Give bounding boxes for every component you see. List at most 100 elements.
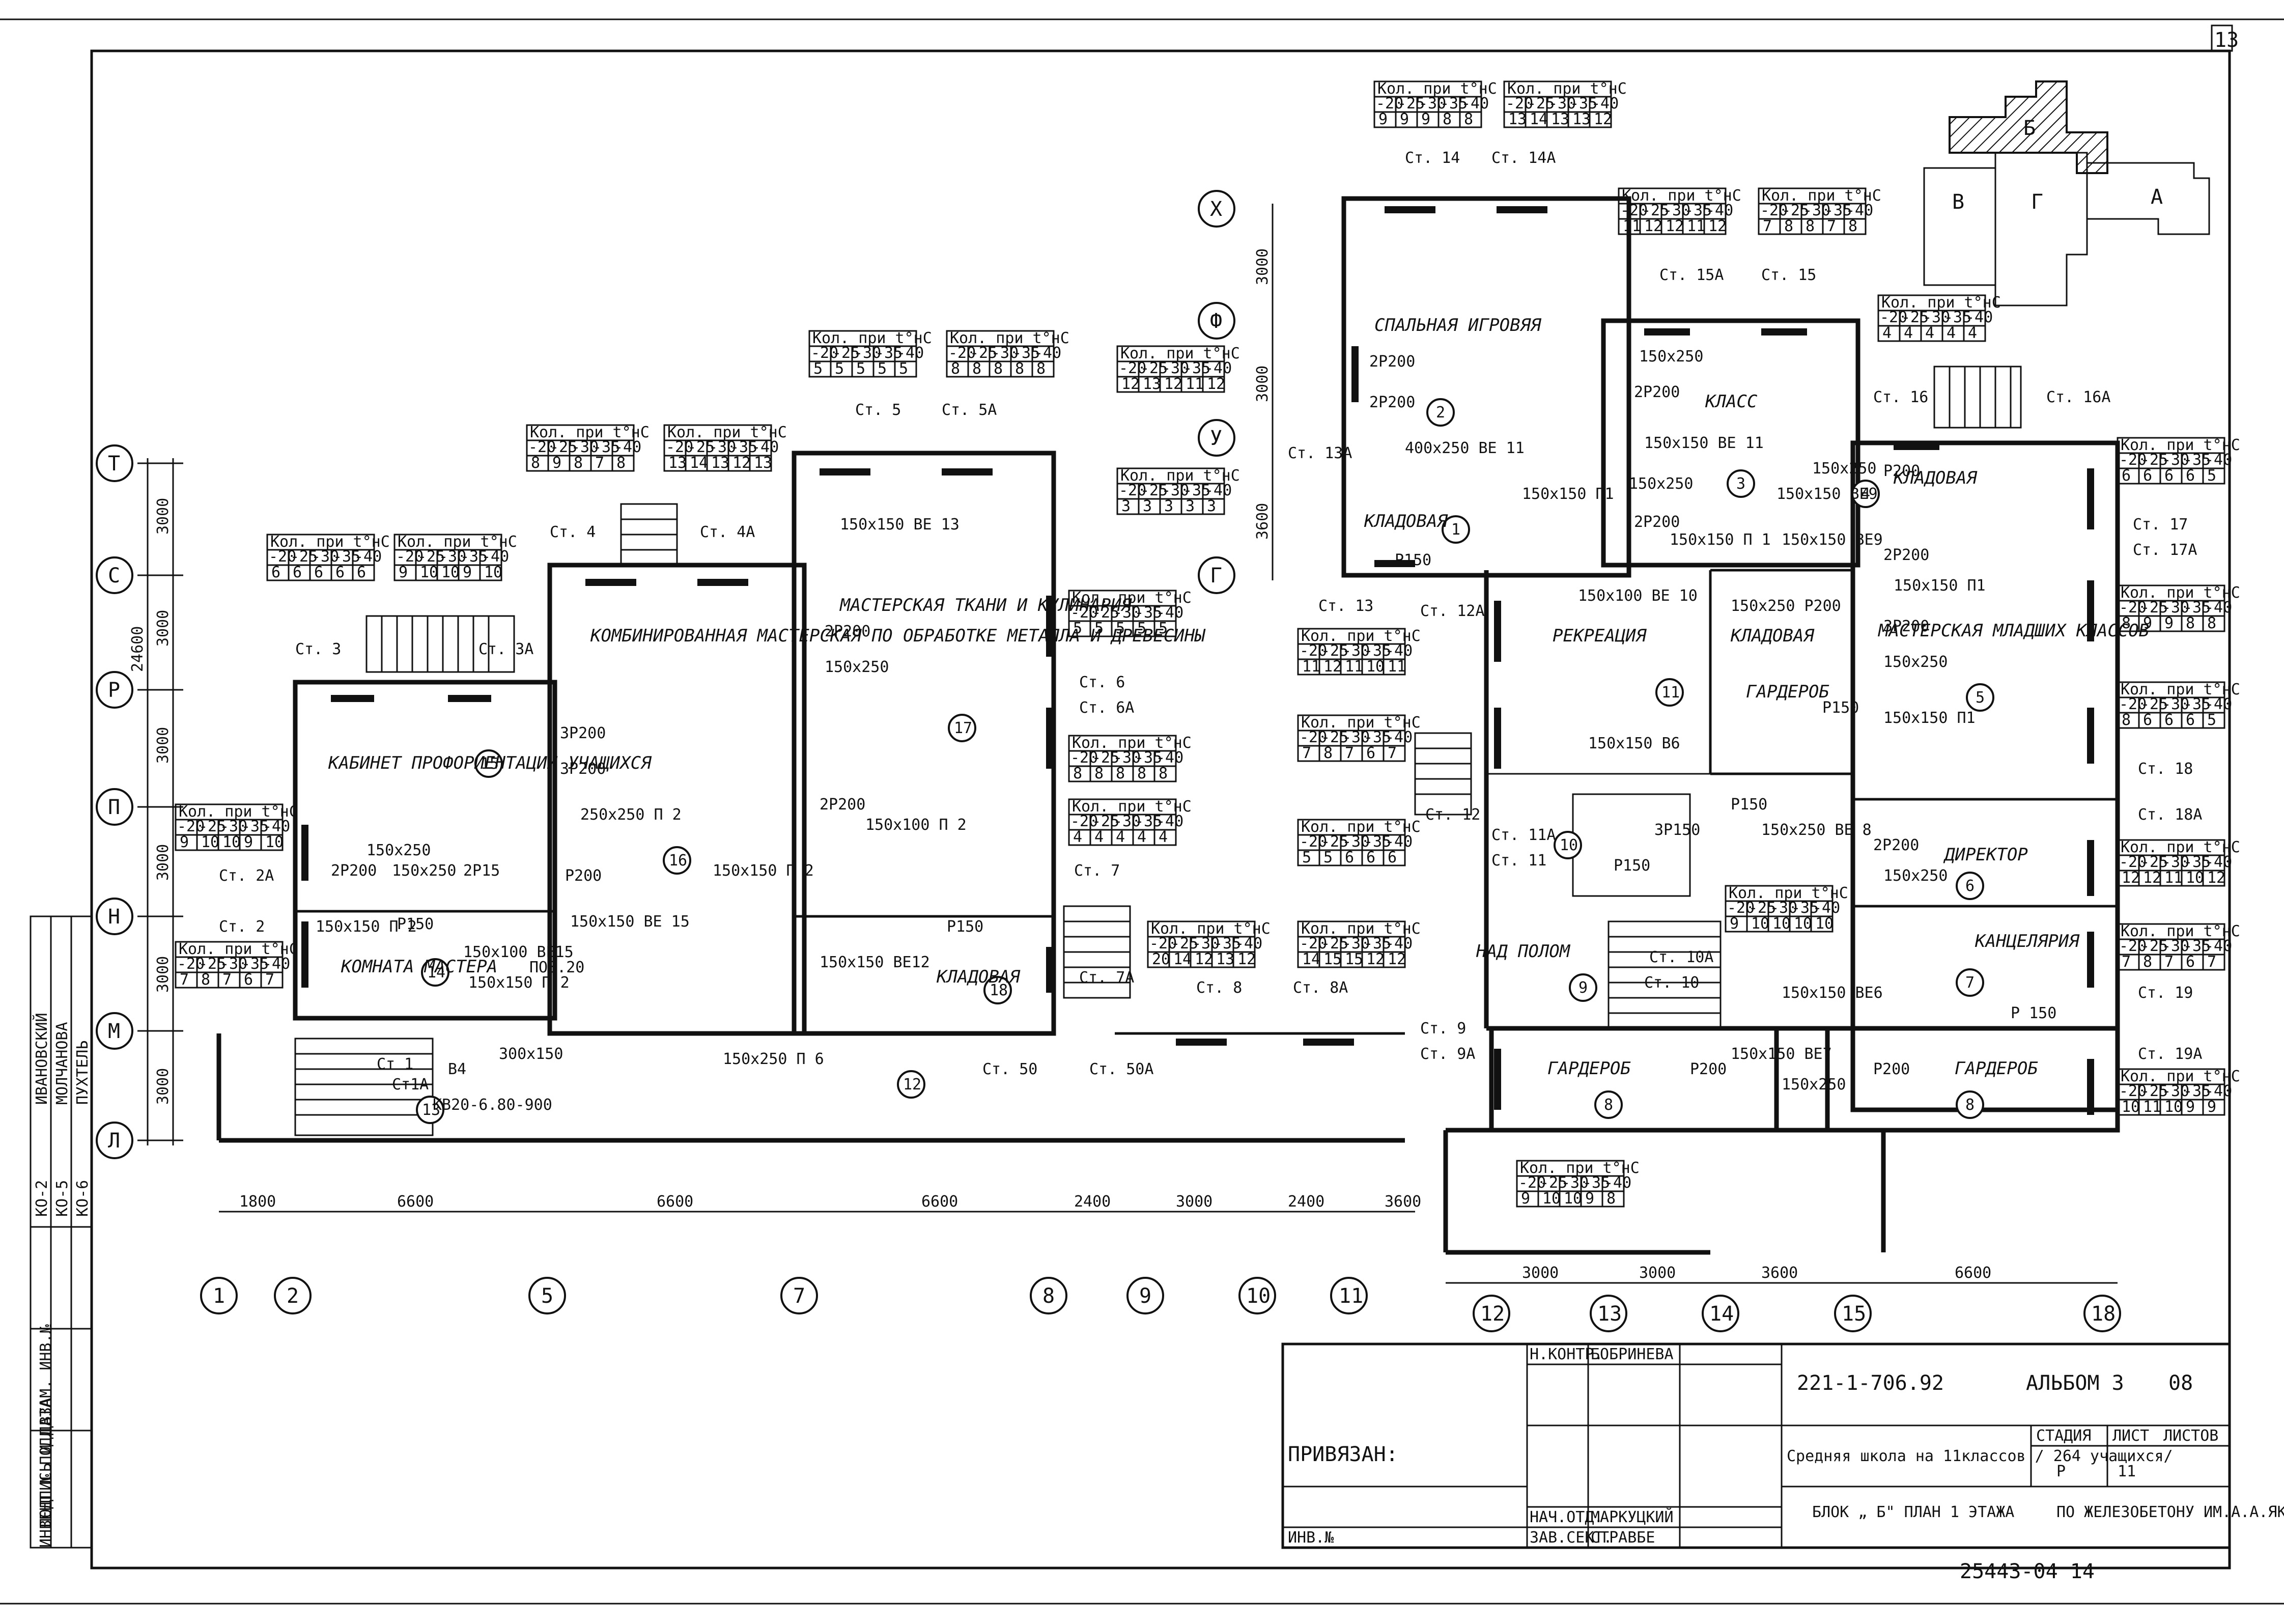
heater-table-temp: -35 [1684, 202, 1712, 219]
vent-38: 150x250 Р200 [1731, 597, 1841, 615]
heater-table-header: Кол. при t°нС [1622, 187, 1741, 205]
heater-table-value: 8 [531, 454, 540, 472]
heater-table-temp: -20 [1300, 729, 1327, 746]
heater-table-temp: -20 [1300, 935, 1327, 953]
col-9: 9 [1139, 1284, 1151, 1308]
heater-table-temp: -35 [730, 438, 757, 456]
col-14: 14 [1709, 1302, 1734, 1326]
riser-st12: Ст. 12 [1425, 806, 1480, 824]
heater-table-value: 8 [2207, 614, 2216, 632]
heater-table-value: 5 [1302, 849, 1311, 866]
heater-table-header: Кол. при t°нС [1072, 589, 1192, 607]
sheet-h: ЛИСТ [2112, 1427, 2149, 1445]
heater-table-temp: -40 [482, 548, 509, 566]
heater-table-temp: -20 [177, 818, 205, 835]
heater-table-temp: -35 [2183, 599, 2211, 617]
n-kontr: Н.КОНТР. [1530, 1346, 1603, 1363]
heater-table-temp: -40 [354, 548, 382, 566]
heater-table-temp: -25 [1092, 604, 1119, 622]
vent-31: 150x150 ВЕ 11 [1644, 434, 1764, 452]
room-14-name: КОМНАТА МАСТЕРА [341, 957, 497, 977]
heater-table-temp: -25 [1321, 833, 1348, 851]
heater-table-value: 10 [2186, 869, 2204, 887]
heater-table-temp: -30 [854, 344, 881, 362]
vent-32: 150x150 П1 [1522, 485, 1614, 503]
vent-29: 150x250 [1639, 348, 1703, 366]
heater-table-value: 8 [1806, 217, 1815, 235]
heater-table-value: 5 [1094, 620, 1104, 637]
dim-left-3: 3000 [154, 727, 172, 764]
heater-table-temp: -20 [2119, 937, 2147, 955]
vent-25: 150x150 П 2 [713, 862, 814, 880]
riser-st14a: Ст. 14А [1491, 149, 1556, 167]
room-5-no: 5 [1976, 689, 1985, 707]
heater-table-header: Кол. при t°нС [1120, 467, 1240, 485]
heater-table-value: 6 [271, 564, 280, 581]
heater-table-value: 6 [2186, 953, 2195, 971]
vent-58: 150x150 ВЕ7 [1731, 1045, 1832, 1063]
heater-table-value: 8 [574, 454, 583, 472]
heater-table-value: 13 [668, 454, 687, 472]
heater-table-value: 4 [1116, 828, 1125, 846]
inv-no: ИНВ.№ [1288, 1529, 1334, 1547]
heater-table-value: 8 [1848, 217, 1857, 235]
room-kladovaya-name: КЛАДОВАЯ [1730, 626, 1815, 646]
room-8a-no: 8 [1604, 1096, 1613, 1114]
riser-st18a: Ст. 18А [2138, 806, 2202, 824]
heater-table-value: 8 [1137, 765, 1146, 782]
heater-table-temp: -25 [1527, 95, 1555, 113]
heater-table-temp: -20 [396, 548, 424, 566]
heater-table-value: 9 [1730, 915, 1739, 933]
dim-right-3: 3600 [1254, 503, 1272, 540]
row-R: Р [108, 679, 120, 702]
heater-table-temp: -25 [832, 344, 860, 362]
col-10: 10 [1246, 1284, 1271, 1308]
riser-st15a: Ст. 15А [1659, 266, 1724, 284]
riser-st10: Ст. 10 [1644, 974, 1699, 992]
heater-table-temp: -30 [709, 438, 736, 456]
riser-st3a: Ст. 3А [478, 640, 533, 658]
heater-table-temp: -20 [1727, 899, 1755, 917]
vent-28: 400x250 ВЕ 11 [1405, 439, 1525, 457]
vent-61: Р200 [1873, 1060, 1910, 1078]
heater-table-value: 6 [1366, 744, 1375, 762]
room-10-no: 10 [1560, 836, 1578, 854]
heater-table-temp: -40 [263, 818, 290, 835]
vent-52: Р150 [1614, 857, 1650, 875]
room-4-name: КЛАДОВАЯ [1893, 468, 1978, 488]
heater-table-value: 12 [1207, 375, 1225, 393]
heater-table-temp: -20 [1149, 935, 1177, 953]
room-7-no: 7 [1965, 974, 1975, 992]
heater-table-temp: -35 [875, 344, 903, 362]
vent-60: 150x250 [1782, 1076, 1846, 1094]
album-no: 08 [2168, 1371, 2193, 1395]
dim-left-6: 3000 [154, 1068, 172, 1105]
room-2-no: 2 [1436, 404, 1445, 422]
heater-table-temp: -35 [1440, 95, 1468, 113]
vent-56: 150x150 ВЕ6 [1782, 984, 1883, 1002]
heater-table-value: 11 [2164, 869, 2183, 887]
heater-table-temp: -35 [1135, 813, 1162, 830]
vent-8: 150x250 [366, 842, 431, 859]
heater-table-value: 6 [2186, 467, 2195, 485]
heater-table-value: 7 [265, 971, 274, 989]
heater-table-value: 5 [1323, 849, 1333, 866]
vent-37: 150x100 ВЕ 10 [1578, 587, 1698, 605]
privyazan: ПРИВЯЗАН: [1288, 1443, 1398, 1466]
heater-table-value: 6 [2164, 467, 2174, 485]
heater-table-temp: -35 [460, 548, 488, 566]
heater-table-value: 12 [1323, 658, 1342, 676]
heater-table-header: Кол. при t°нС [2121, 1068, 2240, 1085]
vent-13: Р150 [397, 915, 434, 933]
vent-19: КВ20-6.80-900 [433, 1096, 552, 1114]
heater-table-header: Кол. при t°нС [950, 329, 1069, 347]
doc-code: 221-1-706.92 [1797, 1371, 1944, 1395]
heater-table-header: Кол. при t°нС [530, 424, 650, 441]
heater-table-value: 12 [2207, 869, 2225, 887]
dim-bottom2-2: 3000 [1639, 1264, 1676, 1282]
heater-table-temp: -40 [1385, 833, 1413, 851]
